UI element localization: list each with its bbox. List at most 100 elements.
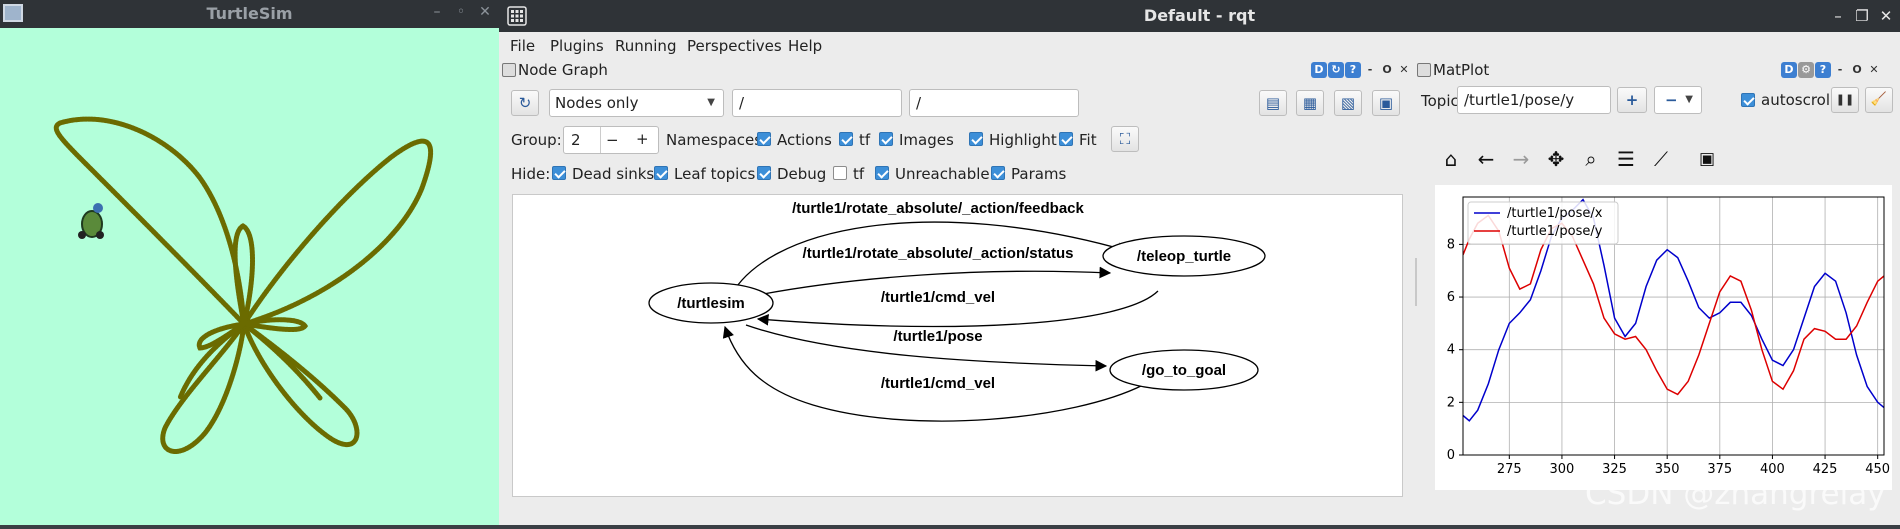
node-filter-input[interactable]: /	[732, 89, 902, 117]
turtlesim-titlebar[interactable]: TurtleSim – ◦ ✕	[0, 0, 499, 28]
menu-help[interactable]: Help	[788, 37, 823, 55]
topic-filter-input[interactable]: /	[909, 89, 1079, 117]
dock-d-icon[interactable]: D	[1311, 62, 1327, 78]
float-panel-icon[interactable]: O	[1382, 63, 1392, 76]
minimize-icon[interactable]: –	[433, 4, 441, 20]
maximize-icon[interactable]: ◦	[456, 4, 466, 20]
save-svg-button[interactable]: ▧	[1334, 90, 1362, 116]
minimize-panel-icon[interactable]: -	[1837, 63, 1843, 76]
node-goal-label: /go_to_goal	[1142, 362, 1226, 379]
dock-d-icon[interactable]: D	[1781, 62, 1797, 78]
y-tick-label: 4	[1447, 343, 1455, 358]
edge-pose[interactable]	[745, 324, 1108, 372]
rqt-titlebar[interactable]: Default - rqt – ❐ ✕	[499, 0, 1900, 32]
back-icon[interactable]: ←	[1477, 147, 1495, 171]
option-namespaces-label: Namespaces	[666, 131, 763, 149]
x-tick-label: 375	[1707, 462, 1732, 477]
edge-status[interactable]	[757, 266, 1112, 296]
edit-axis-icon[interactable]: ⟋	[1654, 147, 1668, 171]
edge-cmd-vel-teleop-label: /turtle1/cmd_vel	[881, 289, 995, 306]
option-tf-label: tf	[859, 131, 871, 149]
autoscroll-checkbox[interactable]	[1741, 93, 1755, 107]
panel-splitter-handle[interactable]	[1415, 258, 1417, 306]
namespaces-checkbox[interactable]	[757, 132, 771, 146]
turtle-trail	[53, 116, 433, 454]
menu-bar: File Plugins Running Perspectives Help	[499, 32, 1900, 60]
refresh-graph-button[interactable]: ↻	[511, 90, 539, 116]
close-icon[interactable]: ✕	[479, 4, 491, 20]
minimize-panel-icon[interactable]: -	[1367, 63, 1373, 76]
pause-button[interactable]: ❚❚	[1831, 87, 1859, 113]
node-graph-panel-title[interactable]: Node Graph	[502, 61, 608, 83]
edge-feedback-label: /turtle1/rotate_absolute/_action/feedbac…	[792, 200, 1084, 217]
pan-icon[interactable]: ✥	[1547, 147, 1565, 171]
close-panel-icon[interactable]: ✕	[1399, 63, 1409, 76]
save-icon[interactable]: ▣	[1698, 149, 1716, 169]
group-increment-button[interactable]: +	[636, 130, 649, 148]
params-checkbox[interactable]	[991, 166, 1005, 180]
dead-sinks-checkbox[interactable]	[552, 166, 566, 180]
edge-cmd-vel-goal[interactable]	[722, 325, 1144, 422]
hide-tf-checkbox[interactable]	[833, 166, 847, 180]
save-dot-button[interactable]: ▦	[1296, 90, 1324, 116]
actions-checkbox[interactable]	[839, 132, 853, 146]
menu-plugins[interactable]: Plugins	[550, 37, 604, 55]
turtle-icon	[78, 203, 104, 239]
matplot-panel-title[interactable]: MatPlot	[1417, 61, 1489, 83]
node-goal-shape[interactable]	[1109, 349, 1259, 391]
zoom-icon[interactable]: ⌕	[1585, 147, 1597, 171]
restore-icon[interactable]: ❐	[1855, 7, 1869, 25]
group-decrement-button[interactable]: −	[606, 131, 619, 149]
legend-box	[1467, 201, 1619, 245]
reload-icon[interactable]: ↻	[1328, 62, 1344, 78]
rqt-window: Default - rqt – ❐ ✕ File Plugins Running…	[499, 0, 1900, 525]
minimize-icon[interactable]: –	[1834, 7, 1842, 25]
configure-subplots-icon[interactable]: ☰	[1617, 147, 1635, 171]
fit-view-icon: ⛶	[1119, 130, 1131, 148]
window-app-icon	[3, 4, 23, 22]
help-icon[interactable]: ?	[1345, 62, 1361, 78]
menu-file[interactable]: File	[510, 37, 536, 55]
node-teleop-shape[interactable]	[1102, 235, 1266, 277]
display-mode-select[interactable]: Nodes only▼	[549, 89, 724, 117]
topic-input[interactable]: /turtle1/pose/y	[1457, 86, 1611, 114]
close-icon[interactable]: ✕	[1879, 7, 1893, 25]
edge-feedback[interactable]	[727, 221, 1130, 302]
help-icon[interactable]: ?	[1815, 62, 1831, 78]
series-line-0	[1463, 198, 1884, 422]
legend-label: /turtle1/pose/x	[1507, 206, 1603, 221]
ros-graph: /turtlesim /teleop_turtle /go_to_goal /t…	[648, 200, 1266, 422]
gear-icon[interactable]: ⚙	[1798, 62, 1814, 78]
float-panel-icon[interactable]: O	[1852, 63, 1862, 76]
hide-unreachable-label: Unreachable	[895, 165, 990, 183]
load-dot-button[interactable]: ▤	[1259, 90, 1287, 116]
forward-icon[interactable]: →	[1512, 147, 1530, 171]
highlight-checkbox[interactable]	[1059, 132, 1073, 146]
turtlesim-window: TurtleSim – ◦ ✕	[0, 0, 499, 525]
watermark-text: CSDN @zhangrelay	[1585, 476, 1886, 512]
unreachable-checkbox[interactable]	[875, 166, 889, 180]
tf-checkbox[interactable]	[879, 132, 893, 146]
fit-in-view-button[interactable]: ⛶	[1111, 126, 1139, 152]
node-graph-canvas[interactable]: /turtlesim /teleop_turtle /go_to_goal /t…	[512, 194, 1403, 497]
leaf-topics-checkbox[interactable]	[654, 166, 668, 180]
save-image-button[interactable]: ▣	[1372, 90, 1400, 116]
menu-perspectives[interactable]: Perspectives	[687, 37, 782, 55]
edge-cmd-vel-teleop[interactable]	[756, 290, 1159, 328]
clear-button[interactable]: 🧹	[1865, 87, 1893, 113]
group-spinbox[interactable]: 2 − +	[563, 126, 659, 154]
autoscroll-label: autoscroll	[1761, 91, 1835, 109]
home-icon[interactable]: ⌂	[1444, 147, 1458, 171]
menu-running[interactable]: Running	[615, 37, 677, 55]
add-topic-button[interactable]: +	[1617, 87, 1647, 113]
plot-legend: /turtle1/pose/x/turtle1/pose/y	[1467, 201, 1619, 245]
debug-checkbox[interactable]	[757, 166, 771, 180]
close-panel-icon[interactable]: ✕	[1869, 63, 1879, 76]
x-tick-label: 400	[1760, 462, 1785, 477]
refresh-icon: ↻	[518, 94, 532, 112]
images-checkbox[interactable]	[969, 132, 983, 146]
node-turtlesim-shape[interactable]	[648, 282, 774, 324]
remove-topic-button[interactable]: −▼	[1654, 86, 1702, 114]
